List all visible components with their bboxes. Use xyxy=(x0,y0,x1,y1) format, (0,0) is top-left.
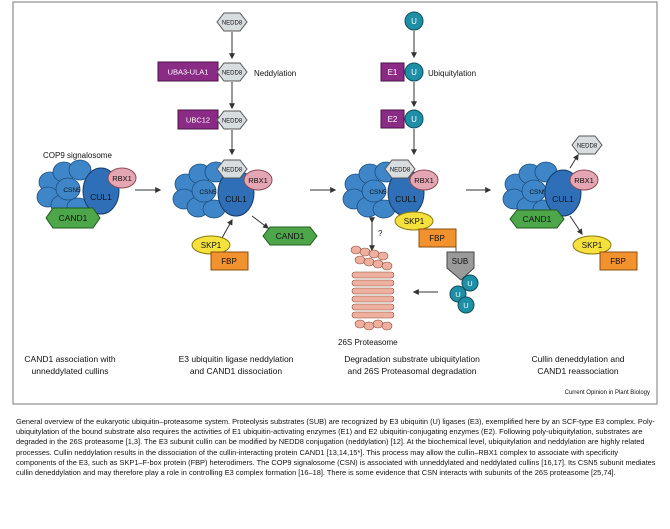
figure-frame xyxy=(12,1,658,405)
cand1-protein xyxy=(509,209,565,229)
ubiquitin-free xyxy=(404,11,424,31)
u-label: U xyxy=(411,17,417,26)
proteasome-26s xyxy=(350,245,395,331)
neddylation-label: Neddylation xyxy=(254,69,296,78)
figure-caption: General overview of the eukaryotic ubiqu… xyxy=(16,417,656,478)
nedd8-on-uba3 xyxy=(216,62,248,82)
rbx1-label: RBX1 xyxy=(414,176,434,185)
nedd8-on-cul1 xyxy=(384,159,416,179)
rbx1-label: RBX1 xyxy=(248,176,268,185)
nedd8-released xyxy=(571,135,603,155)
skp1-label: SKP1 xyxy=(201,241,222,250)
cand1-label: CAND1 xyxy=(276,231,305,241)
ubiquitylation-label: Ubiquitylation xyxy=(428,69,476,78)
csn5-label: CSN5 xyxy=(199,189,217,196)
rbx1-label: RBX1 xyxy=(112,174,132,183)
cand1-label: CAND1 xyxy=(59,213,88,223)
cand1-dissociated xyxy=(262,226,318,246)
rbx1-subunit xyxy=(409,169,439,191)
ubiquitin-chain-1 xyxy=(461,274,479,292)
proteasome-label: 26S Proteasome xyxy=(338,338,398,347)
fbp-protein xyxy=(599,251,638,271)
cul1-label: CUL1 xyxy=(395,194,417,204)
csn5-label: CSN5 xyxy=(369,189,387,196)
nedd8-label: NEDD8 xyxy=(222,21,243,27)
rbx1-subunit xyxy=(243,169,273,191)
nedd8-on-cul1 xyxy=(216,159,248,179)
neddylation-pathway: NEDD8 UBA3-ULA1 NEDD8 Neddylation UBC12 … xyxy=(157,12,296,156)
cul1-label: CUL1 xyxy=(225,194,247,204)
csn5-label: CSN5 xyxy=(529,189,547,196)
panel1-caption-line1: CAND1 association with xyxy=(24,354,115,364)
rbx1-subunit xyxy=(107,167,137,189)
fbp-protein xyxy=(418,228,457,248)
fbp-label: FBP xyxy=(429,234,445,243)
nedd8-label: NEDD8 xyxy=(222,168,243,174)
csn5-label: CSN5 xyxy=(63,187,81,194)
u-label: U xyxy=(467,279,472,288)
cand1-label: CAND1 xyxy=(523,214,552,224)
panel3-caption-line1: Degradation substrate ubiquitylation xyxy=(344,354,480,364)
skp1-label: SKP1 xyxy=(404,217,425,226)
ubiquitin-on-e1 xyxy=(404,62,424,82)
fbp-protein xyxy=(210,251,249,271)
u-label: U xyxy=(455,290,460,299)
fbp-label: FBP xyxy=(221,257,237,266)
source-credit: Current Opinion in Plant Biology xyxy=(565,390,650,396)
substrate xyxy=(446,251,475,281)
u-label: U xyxy=(463,301,468,310)
ubiquitylation-pathway: U E1 U Ubiquitylation E2 U xyxy=(380,11,476,156)
nedd8-label: NEDD8 xyxy=(577,144,598,150)
question-mark: ? xyxy=(378,229,383,238)
panel3-caption-line2: and 26S Proteasomal degradation xyxy=(347,366,476,376)
panel4-caption-line2: CAND1 reassociation xyxy=(537,366,619,376)
nedd8-on-ubc12 xyxy=(216,110,248,130)
ubiquitin-chain-3 xyxy=(457,296,475,314)
nedd8-free xyxy=(216,12,248,32)
ubiquitin-proteasome-diagram: NEDD8 UBA3-ULA1 NEDD8 Neddylation UBC12 … xyxy=(12,1,658,405)
nedd8-label: NEDD8 xyxy=(390,168,411,174)
panel1-caption-line2: unneddylated cullins xyxy=(31,366,108,376)
complex-panel-3: CSN5 CUL1 NEDD8 RBX1 SKP1 FBP SUB U U U … xyxy=(342,159,479,314)
cul1-label: CUL1 xyxy=(90,192,112,202)
rbx1-subunit xyxy=(569,169,599,191)
skp1-protein xyxy=(572,235,612,255)
complex-panel-2: CSN5 CUL1 NEDD8 RBX1 CAND1 SKP1 FBP xyxy=(172,159,318,271)
nedd8-label: NEDD8 xyxy=(222,119,243,125)
uba3-ula1-label: UBA3-ULA1 xyxy=(168,68,209,77)
u-label: U xyxy=(411,115,417,124)
cand1-protein xyxy=(45,207,101,229)
e1-enzyme xyxy=(380,62,405,82)
panel2-caption-line2: and CAND1 dissociation xyxy=(190,366,282,376)
panel-captions: CAND1 association with unneddylated cull… xyxy=(24,354,624,376)
cul1-label: CUL1 xyxy=(552,194,574,204)
skp1-protein xyxy=(394,211,434,231)
nedd8-label: NEDD8 xyxy=(222,71,243,77)
complex-panel-1: COP9 signalosome CSN5 CUL1 RBX1 CAND1 xyxy=(36,151,137,229)
rbx1-label: RBX1 xyxy=(574,176,594,185)
cop9-signalosome-label: COP9 signalosome xyxy=(43,151,112,160)
e1-label: E1 xyxy=(388,68,398,77)
ubiquitin-on-e2 xyxy=(404,109,424,129)
sub-label: SUB xyxy=(452,257,468,266)
e2-label: E2 xyxy=(388,115,398,124)
panel4-caption-line1: Cullin deneddylation and xyxy=(531,354,624,364)
fbp-label: FBP xyxy=(610,257,626,266)
ubc12-label: UBC12 xyxy=(186,116,210,125)
complex-panel-4: CSN5 CUL1 RBX1 NEDD8 CAND1 SKP1 FBP xyxy=(502,135,638,271)
e2-enzyme xyxy=(380,109,405,129)
skp1-label: SKP1 xyxy=(582,241,603,250)
u-label: U xyxy=(411,68,417,77)
panel2-caption-line1: E3 ubiquitin ligase neddylation xyxy=(179,354,294,364)
